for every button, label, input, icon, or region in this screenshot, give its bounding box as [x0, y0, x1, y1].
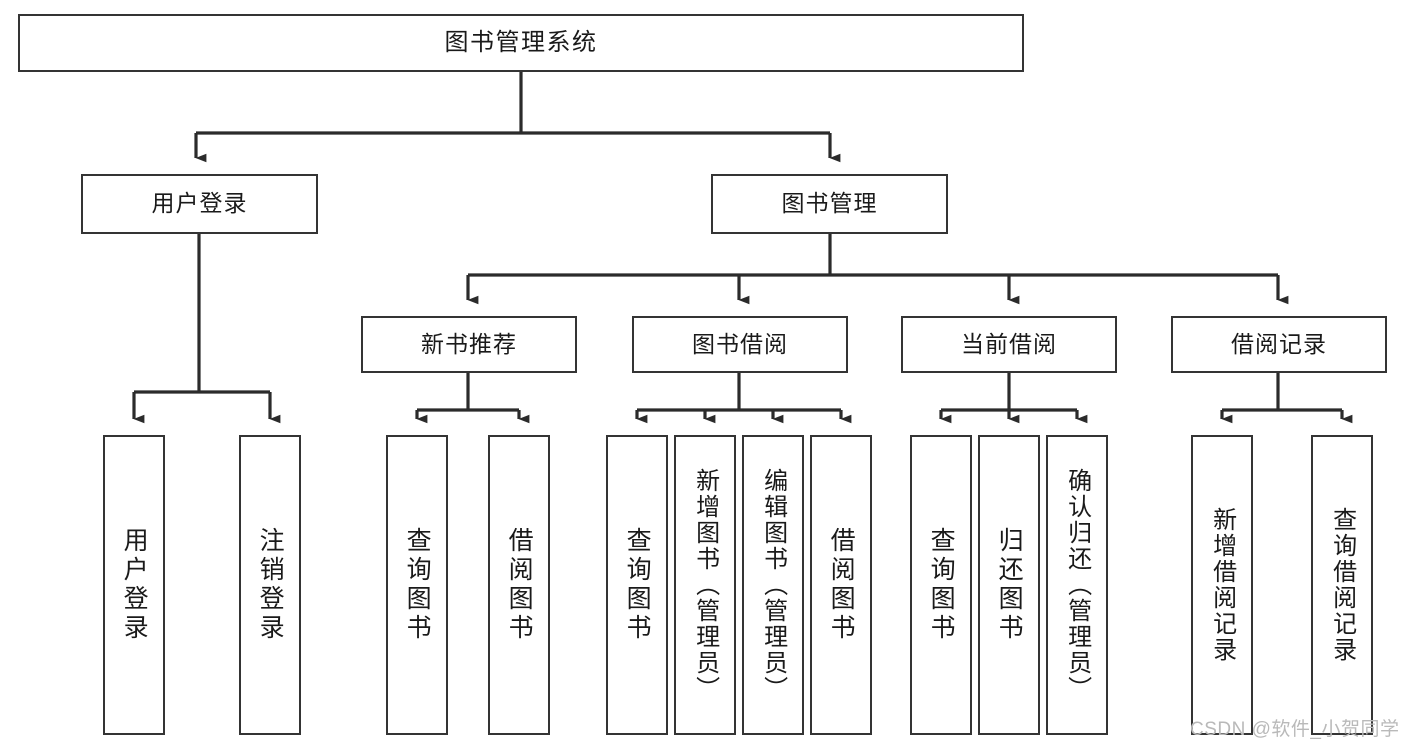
leaf-edit-book[interactable]: 编辑图书（管理员）	[742, 435, 804, 735]
node-book-manage-label: 图书管理	[781, 190, 878, 217]
node-user-login-label: 用户登录	[151, 190, 248, 217]
node-current-borrow[interactable]: 当前借阅	[901, 316, 1117, 373]
node-borrow-record[interactable]: 借阅记录	[1171, 316, 1387, 373]
leaf-return-book[interactable]: 归还图书	[978, 435, 1040, 735]
leaf-borrow-book-2-label: 借阅图书	[827, 527, 856, 643]
node-root-label: 图书管理系统	[444, 28, 598, 56]
node-current-borrow-label: 当前借阅	[961, 330, 1057, 357]
leaf-user-login[interactable]: 用户登录	[103, 435, 165, 735]
leaf-add-record-label: 新增借阅记录	[1208, 507, 1236, 663]
node-book-manage[interactable]: 图书管理	[711, 174, 948, 234]
leaf-logout-login-label: 注销登录	[256, 527, 285, 643]
node-user-login[interactable]: 用户登录	[81, 174, 318, 234]
leaf-add-book[interactable]: 新增图书（管理员）	[674, 435, 736, 735]
node-book-borrow-label: 图书借阅	[692, 330, 788, 357]
leaf-add-record[interactable]: 新增借阅记录	[1191, 435, 1253, 735]
leaf-return-book-label: 归还图书	[995, 527, 1024, 643]
leaf-query-record-label: 查询借阅记录	[1328, 507, 1356, 663]
node-borrow-record-label: 借阅记录	[1231, 330, 1327, 357]
leaf-query-book-1[interactable]: 查询图书	[386, 435, 448, 735]
leaf-query-book-2-label: 查询图书	[623, 527, 652, 643]
leaf-query-book-3[interactable]: 查询图书	[910, 435, 972, 735]
node-root[interactable]: 图书管理系统	[18, 14, 1024, 72]
leaf-edit-book-label: 编辑图书（管理员）	[759, 468, 787, 702]
node-new-book-rec[interactable]: 新书推荐	[361, 316, 577, 373]
leaf-confirm-return-label: 确认归还（管理员）	[1063, 468, 1091, 702]
leaf-query-book-3-label: 查询图书	[927, 527, 956, 643]
csdn-watermark: CSDN @软件_小贺同学	[1190, 719, 1400, 740]
leaf-borrow-book-2[interactable]: 借阅图书	[810, 435, 872, 735]
node-book-borrow[interactable]: 图书借阅	[632, 316, 848, 373]
leaf-add-book-label: 新增图书（管理员）	[691, 468, 719, 702]
leaf-query-book-2[interactable]: 查询图书	[606, 435, 668, 735]
node-new-book-rec-label: 新书推荐	[421, 330, 517, 357]
leaf-logout-login[interactable]: 注销登录	[239, 435, 301, 735]
leaf-query-record[interactable]: 查询借阅记录	[1311, 435, 1373, 735]
leaf-borrow-book-1[interactable]: 借阅图书	[488, 435, 550, 735]
leaf-borrow-book-1-label: 借阅图书	[505, 527, 534, 643]
leaf-user-login-label: 用户登录	[120, 527, 149, 643]
leaf-confirm-return[interactable]: 确认归还（管理员）	[1046, 435, 1108, 735]
leaf-query-book-1-label: 查询图书	[403, 527, 432, 643]
